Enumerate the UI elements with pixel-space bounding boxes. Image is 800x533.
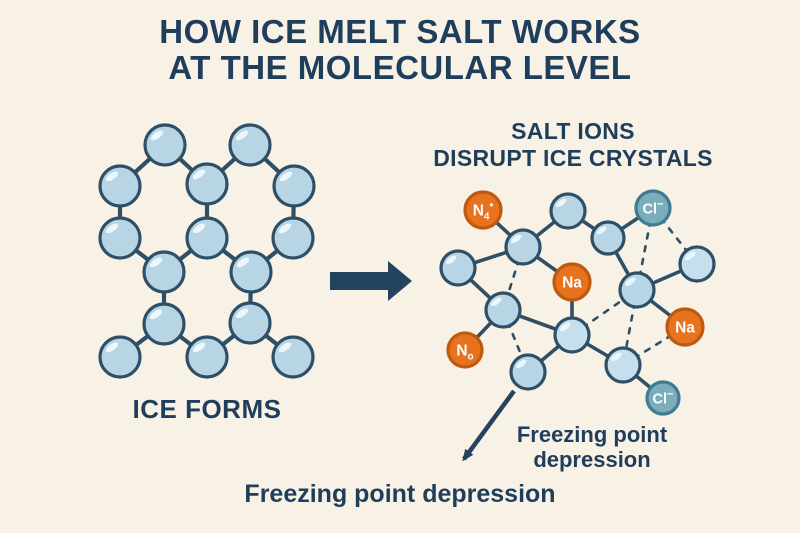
ion-label: No bbox=[456, 343, 473, 363]
water-molecule-circle bbox=[98, 335, 142, 379]
ion-label: Na bbox=[562, 275, 582, 292]
water-molecule-circle bbox=[272, 164, 316, 208]
page-title-line2: AT THE MOLECULAR LEVEL bbox=[168, 49, 632, 87]
water-molecule-circle bbox=[604, 346, 642, 384]
chloride-ion-circle bbox=[634, 189, 672, 227]
water-highlight bbox=[236, 257, 250, 268]
page-title: HOW ICE MELT SALT WORKS AT THE MOLECULAR… bbox=[0, 13, 800, 87]
water-highlight bbox=[279, 171, 293, 182]
water-molecule-circle bbox=[142, 250, 186, 294]
water-highlight bbox=[596, 226, 607, 235]
water-highlight bbox=[278, 342, 292, 353]
water-molecule-circle bbox=[271, 216, 315, 260]
water-highlight bbox=[555, 198, 567, 207]
water-molecule-circle bbox=[509, 353, 547, 391]
sodium-ion-circle bbox=[665, 307, 705, 347]
ion-label: Na bbox=[675, 320, 695, 337]
water-highlight bbox=[278, 223, 292, 234]
water-molecule-circle bbox=[618, 271, 656, 309]
ion-label: Cl− bbox=[653, 389, 674, 408]
water-molecule-circle bbox=[98, 216, 142, 260]
sodium-ion-circle bbox=[463, 190, 503, 230]
water-highlight bbox=[610, 352, 622, 361]
water-highlight bbox=[192, 169, 206, 180]
water-highlight bbox=[684, 251, 696, 260]
water-highlight bbox=[559, 322, 571, 331]
salt-ions-heading-line1: SALT IONS bbox=[511, 118, 635, 144]
water-molecule-circle bbox=[228, 123, 272, 167]
page-title-line1: HOW ICE MELT SALT WORKS bbox=[159, 13, 641, 50]
water-highlight bbox=[105, 342, 119, 353]
salt-ions-heading: SALT IONS DISRUPT ICE CRYSTALS bbox=[413, 118, 733, 172]
ice-lattice-molecules bbox=[98, 123, 316, 379]
water-molecule-circle bbox=[185, 335, 229, 379]
water-molecule-circle bbox=[98, 164, 142, 208]
water-highlight bbox=[235, 308, 249, 319]
water-molecule-circle bbox=[484, 291, 522, 329]
water-highlight bbox=[515, 359, 527, 368]
water-molecule-circle bbox=[228, 301, 272, 345]
ion-label: Cl− bbox=[643, 199, 664, 218]
water-molecule-circle bbox=[439, 249, 477, 287]
water-molecule-circle bbox=[185, 216, 229, 260]
water-highlight bbox=[510, 234, 522, 243]
freezing-point-annotation: Freezing point depression bbox=[492, 422, 692, 472]
water-molecule-circle bbox=[504, 228, 542, 266]
water-highlight bbox=[490, 297, 502, 306]
water-highlight bbox=[105, 223, 119, 234]
water-highlight bbox=[192, 342, 206, 353]
sodium-ion-circle bbox=[552, 262, 592, 302]
water-molecule-circle bbox=[590, 220, 626, 256]
salt-ions-heading-line2: DISRUPT ICE CRYSTALS bbox=[433, 145, 713, 172]
freezing-point-annotation-line2: depression bbox=[533, 447, 651, 473]
water-highlight bbox=[624, 277, 636, 286]
transition-arrow bbox=[330, 261, 412, 301]
water-molecule-circle bbox=[185, 162, 229, 206]
water-highlight bbox=[192, 223, 206, 234]
water-highlight bbox=[149, 309, 163, 320]
freezing-point-arrow bbox=[462, 389, 516, 462]
water-highlight bbox=[445, 255, 457, 264]
water-molecule-circle bbox=[553, 316, 591, 354]
annotation-arrow bbox=[462, 389, 516, 462]
right-block-arrow bbox=[330, 261, 412, 301]
chloride-ion-circle bbox=[645, 380, 681, 416]
water-molecule-circle bbox=[271, 335, 315, 379]
water-highlight bbox=[235, 130, 249, 141]
freezing-point-caption: Freezing point depression bbox=[244, 480, 556, 508]
water-molecule-circle bbox=[142, 302, 186, 346]
ice-forms-caption: ICE FORMS bbox=[132, 394, 282, 424]
water-molecule-circle bbox=[229, 250, 273, 294]
ion-label: N4• bbox=[473, 200, 494, 223]
water-highlight bbox=[150, 130, 164, 141]
water-molecule-circle bbox=[678, 245, 716, 283]
sodium-ion-circle bbox=[446, 331, 484, 369]
freezing-point-annotation-line1: Freezing point bbox=[516, 422, 668, 447]
water-highlight bbox=[105, 171, 119, 182]
water-molecule-circle bbox=[143, 123, 187, 167]
water-highlight bbox=[149, 257, 163, 268]
water-molecule-circle bbox=[549, 192, 587, 230]
